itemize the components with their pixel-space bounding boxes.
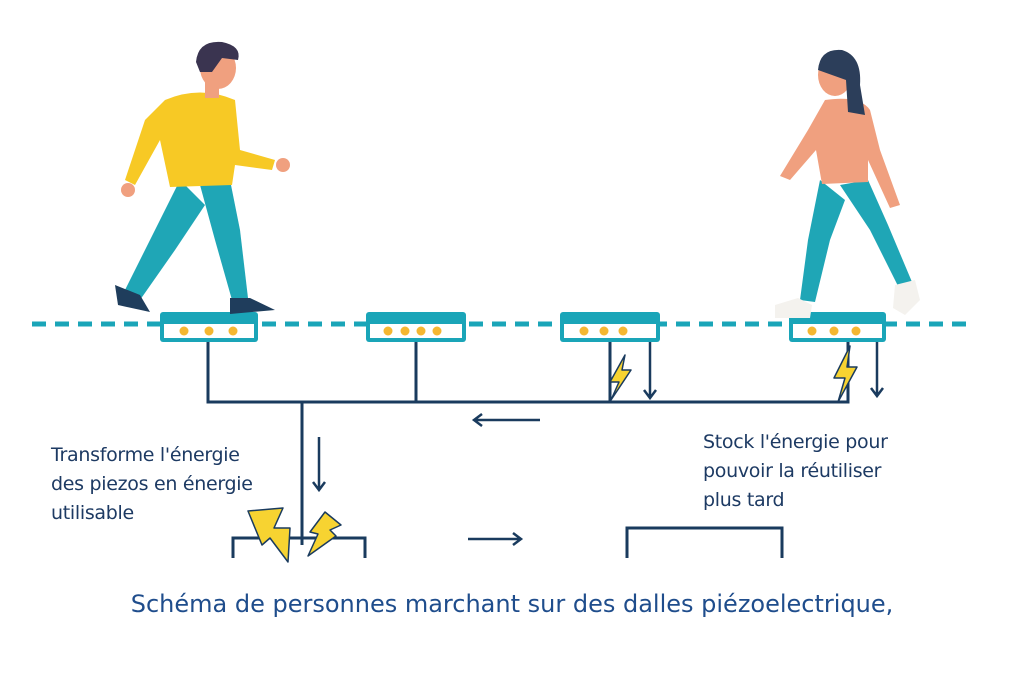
piezo-tile-1 bbox=[160, 312, 258, 342]
diagram-caption: Schéma de personnes marchant sur des dal… bbox=[130, 590, 894, 618]
arrow-left-icon bbox=[471, 413, 540, 427]
flow-arrows bbox=[312, 342, 884, 546]
lightning-icon bbox=[247, 507, 291, 563]
arrow-down-icon bbox=[643, 342, 657, 401]
storage-description: Stock l'énergie pour pouvoir la réutilis… bbox=[703, 428, 888, 515]
label-line: des piezos en énergie bbox=[51, 473, 253, 495]
label-line: utilisable bbox=[51, 502, 134, 524]
walking-woman bbox=[775, 49, 920, 318]
label-line: plus tard bbox=[703, 489, 785, 511]
converter-description: Transforme l'énergie des piezos en énerg… bbox=[51, 441, 253, 528]
label-line: Stock l'énergie pour bbox=[703, 431, 888, 453]
label-line: Transforme l'énergie bbox=[51, 444, 240, 466]
lightning-icon bbox=[833, 345, 858, 403]
label-line: pouvoir la réutiliser bbox=[703, 460, 882, 482]
lightning-icon bbox=[609, 354, 632, 401]
piezo-tile-4 bbox=[789, 312, 886, 342]
arrow-down-icon bbox=[312, 437, 326, 493]
arrow-down-icon bbox=[870, 342, 884, 399]
piezo-tile-3 bbox=[560, 312, 660, 342]
piezo-tile-2 bbox=[366, 312, 466, 342]
arrow-right-icon bbox=[468, 532, 524, 546]
lightning-icon bbox=[307, 511, 342, 557]
walking-man bbox=[115, 41, 290, 314]
